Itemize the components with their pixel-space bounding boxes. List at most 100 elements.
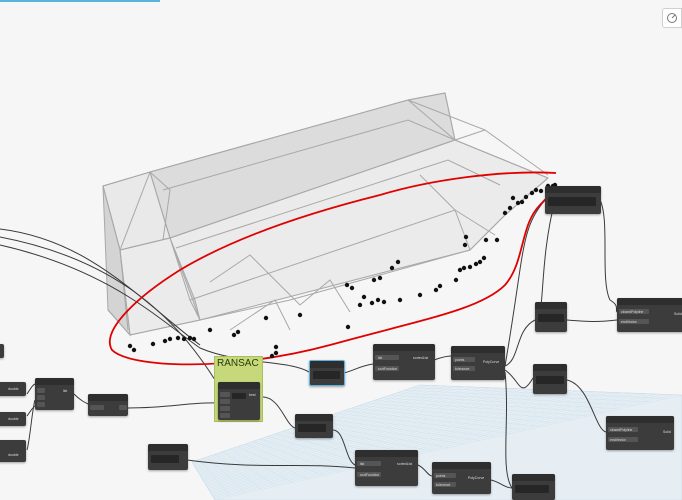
sample-point xyxy=(507,205,513,211)
sample-point xyxy=(263,315,269,321)
sample-point xyxy=(231,332,237,338)
polycurve-2-output: PolyCurve xyxy=(468,476,485,480)
wires xyxy=(0,199,618,489)
loft-node-1[interactable]: closedPolyline endVector Solid xyxy=(617,298,682,332)
sample-point xyxy=(381,299,387,305)
sample-point xyxy=(502,210,508,216)
list-create-node[interactable]: list xyxy=(35,378,74,410)
sample-point xyxy=(361,294,367,300)
number-node-3[interactable]: double xyxy=(0,440,26,462)
sort-by-key-node-1[interactable]: list sortFunction sortedList xyxy=(373,344,435,380)
red-annotation-loop xyxy=(109,171,557,366)
sample-point xyxy=(235,329,241,335)
loft-1-output: Solid xyxy=(674,312,682,316)
sort-node-1-in2: sortFunction xyxy=(378,367,398,371)
sample-point xyxy=(345,324,351,330)
sort-by-key-node-2[interactable]: list sortFunction sortedList xyxy=(355,450,418,486)
sample-point xyxy=(389,265,395,271)
loft-1-in2: endVector xyxy=(621,320,637,324)
sample-point xyxy=(162,338,168,344)
polycurve-1-in2: tolerance xyxy=(455,367,470,371)
polycurve-node-1[interactable]: points tolerance PolyCurve xyxy=(451,346,505,380)
list-flatten-node[interactable] xyxy=(88,394,128,416)
ransac-node-output: best xyxy=(249,393,256,397)
sample-point xyxy=(473,261,479,267)
sample-point xyxy=(481,255,487,261)
code-block-node-6[interactable] xyxy=(545,186,601,214)
code-block-node-5[interactable] xyxy=(533,364,567,394)
building-mesh xyxy=(102,92,549,337)
sample-point xyxy=(207,327,213,333)
polycurve-1-in1: points xyxy=(455,358,465,362)
grid-plane xyxy=(191,384,682,500)
point-cloud xyxy=(127,182,558,359)
loft-node-2[interactable]: closedPolyline endVector Solid xyxy=(606,416,674,450)
loft-1-in1: closedPolyline xyxy=(621,310,644,314)
sample-point xyxy=(477,259,483,265)
sample-point xyxy=(377,275,383,281)
polycurve-node-2[interactable]: points tolerance PolyCurve xyxy=(432,462,491,494)
polycurve-1-output: PolyCurve xyxy=(483,360,500,364)
sample-point xyxy=(397,297,403,303)
loft-2-output: Solid xyxy=(663,430,671,434)
sample-point xyxy=(167,336,173,342)
number-node-2[interactable]: double xyxy=(0,412,26,426)
sample-point xyxy=(483,237,489,243)
sample-point xyxy=(457,267,463,273)
sample-point xyxy=(297,312,303,318)
sample-point xyxy=(463,234,469,240)
sample-point xyxy=(344,282,350,288)
sort-node-2-in1: list xyxy=(360,462,365,466)
polycurve-2-in2: tolerance xyxy=(436,483,451,487)
sample-point xyxy=(187,335,193,341)
sample-point xyxy=(150,341,156,347)
sample-point xyxy=(515,200,521,206)
sample-point xyxy=(131,347,137,353)
sample-point xyxy=(369,300,375,306)
sample-point xyxy=(523,194,529,200)
sort-node-2-in2: sortFunction xyxy=(360,473,380,477)
sample-point xyxy=(357,302,363,308)
sort-node-1-in1: list xyxy=(378,356,383,360)
sample-point xyxy=(510,195,516,201)
number-node-2-label: double xyxy=(8,417,19,421)
sample-point xyxy=(269,353,275,359)
zoom-button[interactable] xyxy=(662,8,682,28)
ransac-group-title: RANSAC xyxy=(217,358,259,369)
sort-node-2-output: sortedList xyxy=(397,462,413,466)
sample-point xyxy=(181,336,187,342)
code-block-node-3[interactable] xyxy=(309,360,345,386)
sample-point xyxy=(529,190,535,196)
sample-point xyxy=(371,277,377,283)
number-node-4[interactable] xyxy=(0,344,4,358)
sample-point xyxy=(349,285,355,291)
code-block-node-2[interactable] xyxy=(295,414,333,438)
number-node-3-label: double xyxy=(8,453,19,457)
sort-node-1-output: sortedList xyxy=(413,356,429,360)
code-block-node-7[interactable] xyxy=(512,474,555,500)
sample-point xyxy=(494,237,500,243)
number-node-1[interactable]: double xyxy=(0,382,26,396)
sample-point xyxy=(175,335,181,341)
loft-2-in2: endVector xyxy=(610,438,626,442)
loft-2-in1: closedPolyline xyxy=(610,428,633,432)
sample-point xyxy=(375,297,381,303)
sample-point xyxy=(417,292,423,298)
sample-point xyxy=(519,199,525,205)
code-block-node-4[interactable] xyxy=(535,302,567,332)
code-block-node-1[interactable] xyxy=(148,444,188,470)
sample-point xyxy=(127,343,133,349)
sample-point xyxy=(467,264,473,270)
sample-point xyxy=(462,242,468,248)
sample-point xyxy=(273,344,279,350)
sample-point xyxy=(437,283,443,289)
ransac-node[interactable]: best xyxy=(218,382,260,420)
number-node-1-label: double xyxy=(8,387,19,391)
sample-point xyxy=(533,187,539,193)
sample-point xyxy=(433,287,439,293)
sample-point xyxy=(273,350,279,356)
sample-point xyxy=(538,188,544,194)
sample-point xyxy=(191,336,197,342)
list-create-output: list xyxy=(63,389,68,393)
